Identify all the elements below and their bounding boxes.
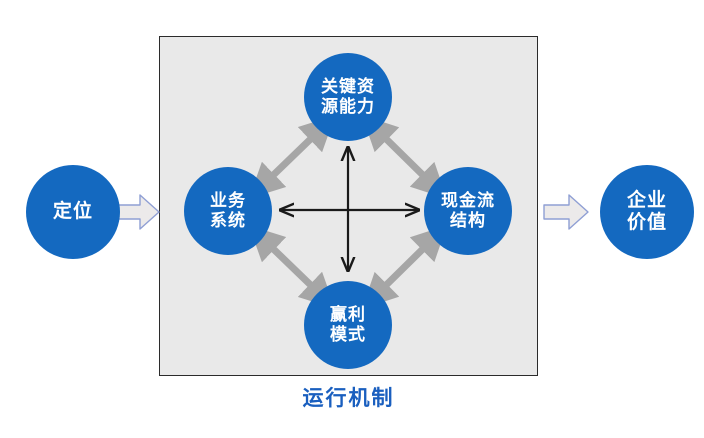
node-enterprise-value-line-1: 企业 — [626, 189, 667, 211]
node-enterprise-value[interactable]: 企业 价值 — [600, 165, 694, 259]
node-key-resource-capability[interactable]: 关键资 源能力 — [304, 53, 392, 141]
node-key-resource-capability-line-2: 源能力 — [321, 97, 375, 116]
link-cashflow-profit — [362, 225, 447, 309]
link-resource-business — [248, 115, 336, 199]
node-business-system-line-1: 业务 — [210, 190, 246, 210]
node-business-system-line-2: 系统 — [210, 211, 246, 230]
node-enterprise-value-line-2: 价值 — [626, 212, 667, 233]
node-positioning-line-1: 定位 — [52, 200, 93, 222]
link-resource-cashflow — [362, 115, 447, 199]
node-cashflow-structure-line-1: 现金流 — [441, 190, 495, 210]
arrow-mechanism-to-value — [543, 194, 589, 230]
arrow-positioning-to-mechanism — [114, 194, 160, 230]
node-positioning[interactable]: 定位 — [26, 165, 120, 259]
node-profit-model-line-1: 赢利 — [330, 304, 366, 324]
node-cashflow-structure-line-2: 结构 — [450, 211, 486, 230]
node-business-system[interactable]: 业务 系统 — [184, 167, 272, 255]
node-profit-model-line-2: 模式 — [330, 325, 366, 344]
node-profit-model[interactable]: 赢利 模式 — [304, 281, 392, 369]
mechanism-caption: 运行机制 — [302, 387, 395, 410]
node-key-resource-capability-line-1: 关键资 — [321, 76, 375, 96]
node-cashflow-structure[interactable]: 现金流 结构 — [424, 167, 512, 255]
link-business-profit — [248, 225, 336, 309]
